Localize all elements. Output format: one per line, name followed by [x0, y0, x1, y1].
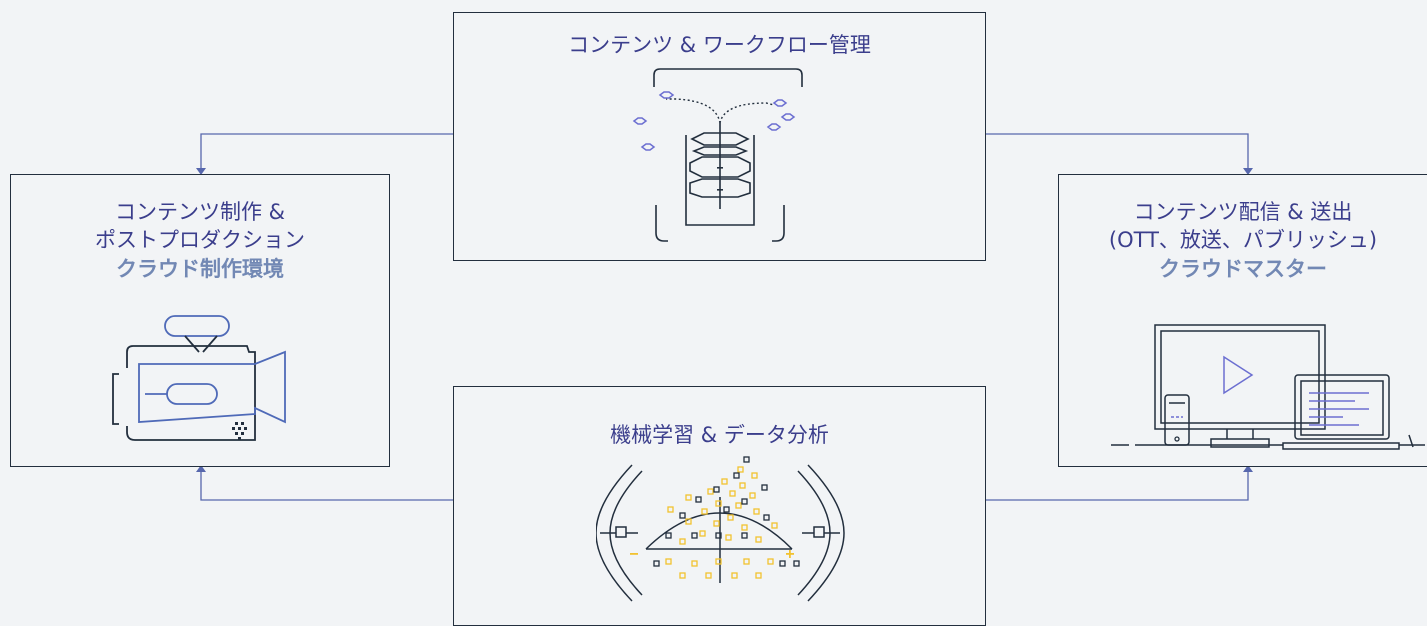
database-stack-icon — [632, 68, 803, 242]
connector-workflow-to-production — [200, 133, 454, 172]
multi-device-icon — [1111, 324, 1425, 450]
node-analytics: 機械学習 & データ分析 — [453, 386, 986, 626]
node-distribution-subtitle: クラウドマスター — [1159, 257, 1327, 281]
node-distribution: コンテンツ配信 & 送出 (OTT、放送、パブリッシュ) クラウドマスター — [1058, 174, 1427, 467]
arrowhead-production-bottom — [196, 465, 206, 472]
connector-lines — [196, 133, 1253, 501]
node-production-title-line2: ポストプロダクション — [95, 228, 305, 252]
connector-workflow-to-distribution — [985, 133, 1249, 172]
connector-analytics-to-production — [200, 468, 454, 501]
node-distribution-title-line1: コンテンツ配信 & 送出 — [1133, 200, 1353, 224]
node-production-title-line1: コンテンツ制作 & — [114, 200, 286, 224]
video-camera-icon — [112, 315, 286, 441]
node-workflow-title: コンテンツ & ワークフロー管理 — [568, 33, 871, 57]
node-analytics-title: 機械学習 & データ分析 — [610, 423, 829, 447]
node-distribution-title-line2: (OTT、放送、パブリッシュ) — [1108, 228, 1378, 252]
node-workflow: コンテンツ & ワークフロー管理 — [453, 12, 986, 261]
data-scatter-icon — [596, 456, 845, 602]
connector-analytics-to-distribution — [985, 468, 1249, 501]
arrowhead-distribution-top — [1243, 168, 1253, 175]
arrowhead-production-top — [196, 168, 206, 175]
node-production: コンテンツ制作 & ポストプロダクション クラウド制作環境 — [10, 174, 390, 467]
node-production-subtitle: クラウド制作環境 — [116, 257, 284, 281]
arrowhead-distribution-bottom — [1243, 465, 1253, 472]
